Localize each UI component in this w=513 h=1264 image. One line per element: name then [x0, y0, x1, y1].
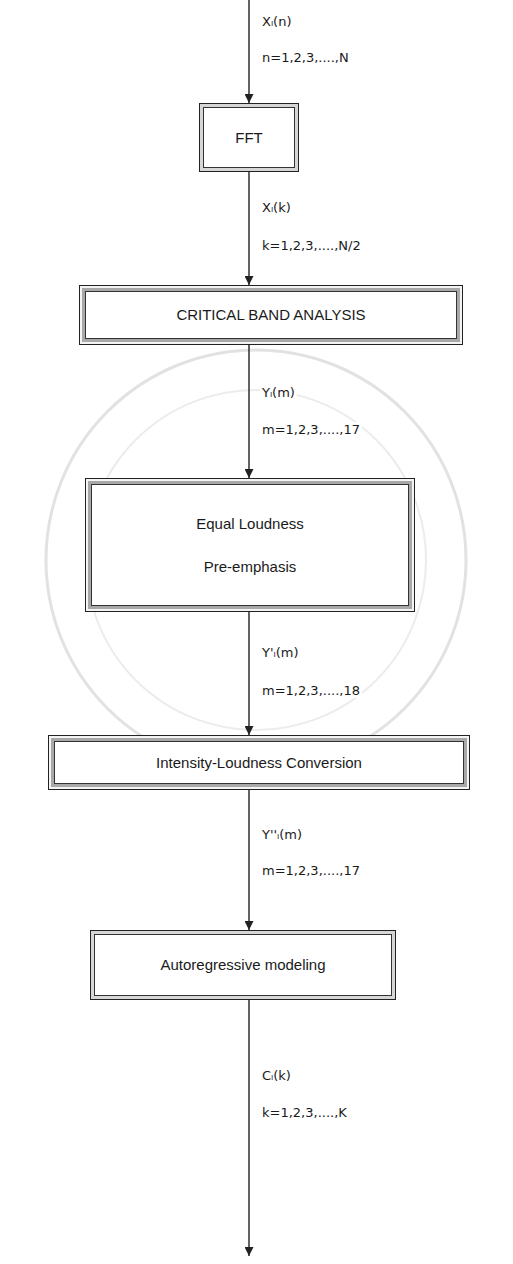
flow-arrow [248, 345, 249, 478]
watermark-seal [86, 390, 426, 730]
output-arrow [248, 1000, 249, 1256]
watermark-seal [46, 350, 466, 770]
process-box: Equal Loudness Pre-emphasis [85, 478, 415, 612]
box-label: FFT [235, 128, 263, 148]
index-range: n=1,2,3,....,N [260, 50, 351, 65]
index-range: m=1,2,3,....,17 [260, 863, 362, 878]
index-range: Cₗ(k) [260, 1068, 293, 1083]
process-box: Intensity-Loudness Conversion [48, 735, 470, 790]
process-box: CRITICAL BAND ANALYSIS [79, 285, 463, 345]
index-range: m=1,2,3,....,17 [260, 422, 362, 437]
signal-label: Yₗ(m) [260, 385, 297, 400]
index-range: k=1,2,3,....,K [260, 1105, 349, 1120]
signal-label: Xₗ(k) [260, 200, 293, 215]
process-box: Autoregressive modeling [90, 930, 396, 1000]
box-label: Equal Loudness Pre-emphasis [185, 502, 315, 589]
flow-arrow [248, 612, 249, 735]
signal-label: Y''ₗ(m) [260, 827, 304, 842]
index-range: m=1,2,3,....,18 [260, 683, 362, 698]
box-label: Autoregressive modeling [160, 955, 325, 975]
process-box: FFT [199, 103, 299, 172]
signal-label: Y'ₗ(m) [260, 645, 300, 660]
flow-arrow [248, 790, 249, 930]
index-range: k=1,2,3,....,N/2 [260, 238, 363, 253]
box-label: CRITICAL BAND ANALYSIS [176, 305, 365, 325]
input-arrow [248, 0, 249, 103]
box-label: Intensity-Loudness Conversion [156, 753, 362, 773]
flow-arrow [248, 172, 249, 285]
index-range: Xₗ(n) [260, 14, 293, 29]
